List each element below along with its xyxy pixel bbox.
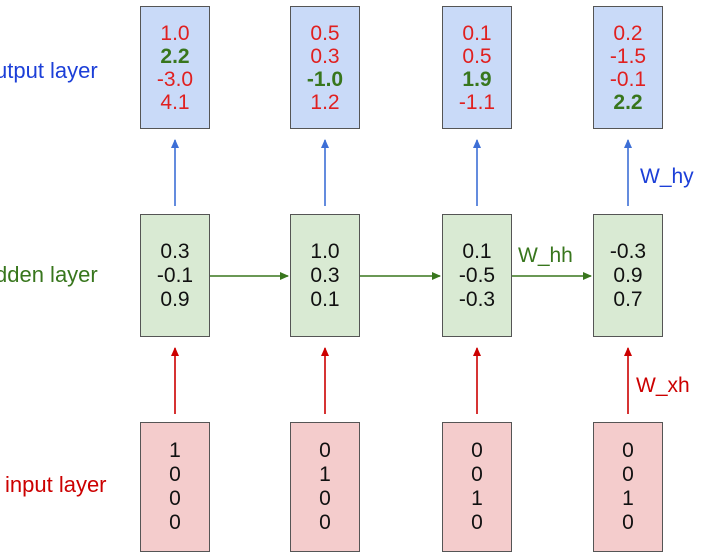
- hidden-box-t2-value: 0.3: [310, 263, 340, 287]
- input-box-t2-value: 0: [319, 511, 331, 534]
- output-box-t1-value: -3.0: [156, 67, 194, 91]
- output-box-t2-value: 1.2: [310, 90, 340, 114]
- output-box-t3-value: 0.5: [462, 44, 492, 68]
- output-box-t4-value: 2.2: [613, 90, 643, 114]
- weight-label-w-xh: W_xh: [636, 374, 690, 397]
- hidden-box-t1-value: 0.9: [160, 287, 190, 311]
- hidden-box-t4-value: -0.3: [609, 239, 647, 263]
- hidden-layer-label: dden layer: [0, 262, 98, 287]
- input-box-t4-value: 0: [622, 511, 634, 534]
- output-box-t2-value: 0.3: [310, 44, 340, 68]
- input-box-t3-value: 1: [471, 487, 483, 510]
- output-box-t4-value: 0.2: [613, 21, 643, 45]
- output-box-t1-value: 4.1: [160, 90, 190, 114]
- input-box-t2-value: 0: [319, 439, 331, 462]
- hidden-box-t1-value: -0.1: [156, 263, 194, 287]
- output-box-t2-value: 0.5: [310, 21, 340, 45]
- output-layer-label: utput layer: [0, 58, 98, 83]
- output-box-t1-value: 2.2: [160, 44, 190, 68]
- input-box-t1-value: 0: [169, 463, 181, 486]
- hidden-box-t1-value: 0.3: [160, 239, 190, 263]
- output-box-t3-value: 0.1: [462, 21, 492, 45]
- hidden-box-t2-value: 1.0: [310, 239, 340, 263]
- hidden-box-t3-value: -0.5: [458, 263, 496, 287]
- output-box-t4-value: -1.5: [609, 44, 647, 68]
- input-layer-label: input layer: [5, 472, 107, 497]
- input-box-t2-value: 1: [319, 463, 331, 486]
- input-box-t4-value: 0: [622, 439, 634, 462]
- input-box-t1-value: 1: [169, 439, 181, 462]
- weight-label-w-hy: W_hy: [640, 165, 694, 188]
- hidden-box-t3-value: 0.1: [462, 239, 492, 263]
- hidden-box-t2-value: 0.1: [310, 287, 340, 311]
- output-box-t3-value: -1.1: [458, 90, 496, 114]
- input-box-t3-value: 0: [471, 439, 483, 462]
- input-box-t1-value: 0: [169, 511, 181, 534]
- input-box-t4-value: 0: [622, 463, 634, 486]
- input-box-t3-value: 0: [471, 511, 483, 534]
- hidden-box-t4-value: 0.7: [613, 287, 643, 311]
- input-box-t2-value: 0: [319, 487, 331, 510]
- output-box-t1-value: 1.0: [160, 21, 190, 45]
- hidden-box-t3: 0.1-0.5-0.3: [442, 214, 512, 337]
- input-box-t4-value: 1: [622, 487, 634, 510]
- weight-label-w-hh: W_hh: [518, 244, 573, 267]
- input-box-t3-value: 0: [471, 463, 483, 486]
- output-box-t4-value: -0.1: [609, 67, 647, 91]
- output-box-t2-value: -1.0: [306, 67, 344, 91]
- input-box-t1-value: 0: [169, 487, 181, 510]
- output-box-t3-value: 1.9: [462, 67, 492, 91]
- hidden-box-t4-value: 0.9: [613, 263, 643, 287]
- hidden-box-t3-value: -0.3: [458, 287, 496, 311]
